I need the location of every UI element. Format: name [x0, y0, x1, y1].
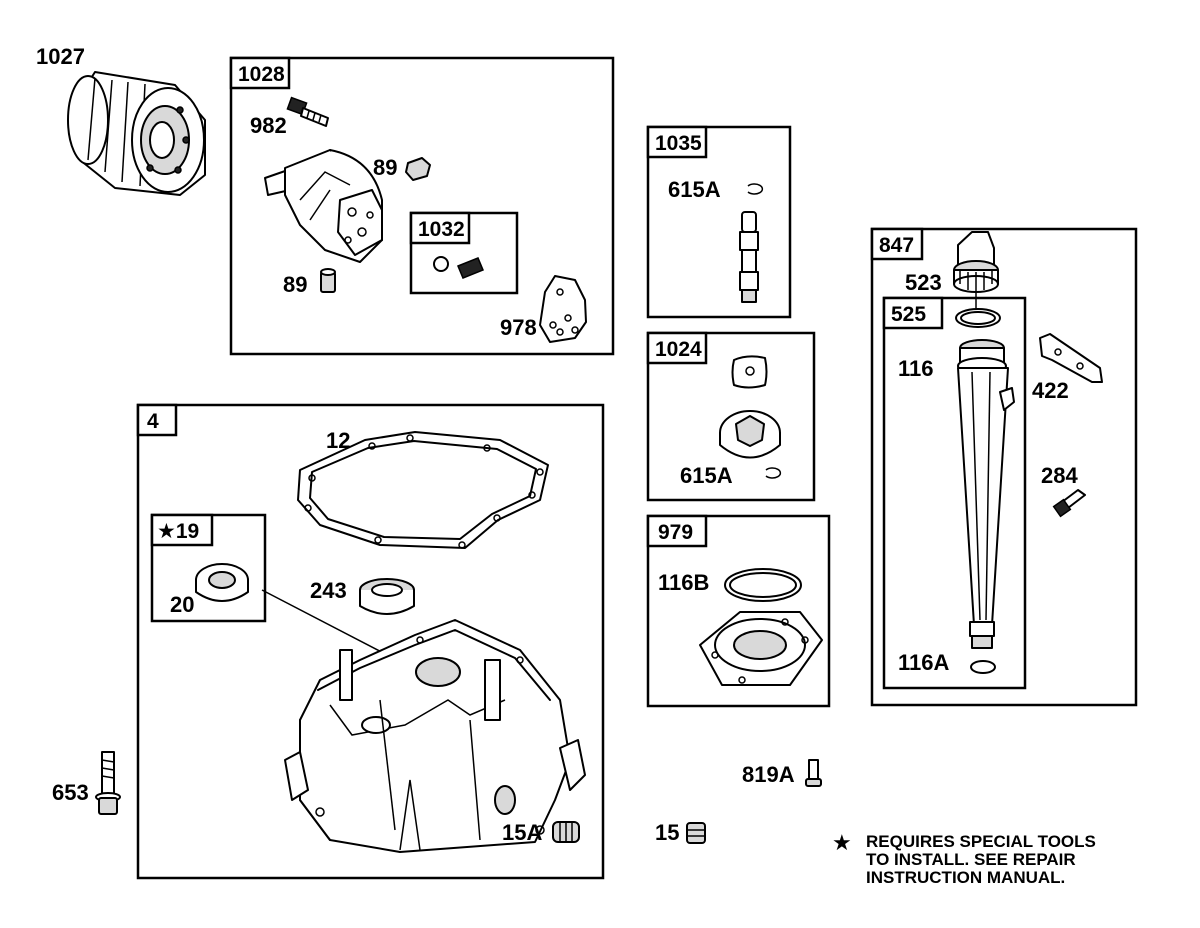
part-label-982: 982 [250, 113, 287, 138]
kit-label-4: 4 [147, 410, 159, 433]
o-ring-116a-part [970, 660, 996, 674]
kit-label-525: 525 [891, 303, 926, 326]
part-label-116a: 116A [898, 650, 949, 675]
part-label-653: 653 [52, 780, 89, 805]
part-label-15: 15 [655, 820, 679, 845]
inner-rotor-part [731, 355, 768, 389]
part-label-116: 116 [898, 356, 934, 381]
plug-89-upper-part [405, 157, 431, 181]
screw-982-part [286, 96, 329, 127]
part-label-523: 523 [905, 270, 942, 295]
part-label-615a-upper: 615A [668, 177, 721, 202]
kit-tab-1028 [229, 56, 291, 90]
part-label-978: 978 [500, 315, 537, 340]
bolt-653-part [95, 751, 121, 815]
gasket-12-part [297, 431, 549, 549]
oil-filter-part [67, 71, 206, 196]
oil-seal-20-part [195, 563, 249, 602]
plug-15-part [686, 822, 706, 844]
oil-pump-housing-part [264, 149, 383, 263]
kit-label-979: 979 [658, 521, 693, 544]
sump-crankcase-part [284, 619, 586, 853]
screw-284-part [1052, 489, 1086, 518]
note-line-3: INSTRUCTION MANUAL. [866, 868, 1065, 887]
star-icon: ★ [832, 830, 852, 855]
kit-tab-1024 [646, 331, 708, 365]
kit-tab-1032 [409, 211, 471, 245]
part-label-284: 284 [1041, 463, 1078, 488]
plug-89-lower-part [320, 268, 336, 293]
part-label-20: 20 [170, 592, 194, 617]
kit-tab-979 [646, 514, 708, 548]
bracket-422-part [1039, 333, 1103, 383]
kit-label-1024: 1024 [655, 338, 702, 361]
kit-label-1028: 1028 [238, 63, 285, 86]
retaining-ring-615a-upper-part [747, 183, 764, 195]
kit-tab-847 [870, 227, 924, 261]
dipstick-tube-part [957, 339, 1015, 649]
part-label-615a-lower: 615A [680, 463, 733, 488]
part-label-1027: 1027 [36, 44, 85, 69]
part-label-15a: 15A [502, 820, 542, 845]
kit-box-847 [870, 227, 1138, 707]
kit-tab-4 [136, 403, 178, 437]
shaft-part [739, 211, 759, 303]
retaining-ring-615a-lower-part [765, 467, 782, 479]
kit-box-4 [136, 403, 605, 880]
dipstick-cap-part [953, 231, 999, 312]
plug-15a-part [552, 821, 580, 843]
cover-plate-978-part [539, 275, 587, 343]
filter-base-part [699, 611, 823, 686]
part-label-116b: 116B [658, 570, 709, 595]
kit-label-1032: 1032 [418, 218, 465, 241]
kit-tab-19 [150, 513, 214, 547]
kit-box-1024 [646, 331, 816, 502]
note-line-1: REQUIRES SPECIAL TOOLS [866, 832, 1096, 851]
governor-gear-243-part [359, 578, 415, 615]
kit-tab-525 [882, 296, 944, 330]
outer-rotor-part [719, 410, 781, 459]
part-label-243: 243 [310, 578, 347, 603]
screw-819a-part [805, 759, 822, 787]
o-ring-116-part [955, 308, 1001, 328]
part-label-819a: 819A [742, 762, 795, 787]
part-label-89-lower: 89 [283, 272, 307, 297]
part-label-422: 422 [1032, 378, 1069, 403]
ball-and-spring-part [433, 256, 484, 279]
kit-tab-1035 [646, 125, 708, 159]
note-line-2: TO INSTALL. SEE REPAIR [866, 850, 1076, 869]
part-label-89-upper: 89 [373, 155, 397, 180]
kit-label-1035: 1035 [655, 132, 702, 155]
kit-box-1035 [646, 125, 792, 319]
o-ring-116b-part [724, 568, 802, 602]
kit-box-979 [646, 514, 831, 708]
kit-label-847: 847 [879, 234, 914, 257]
kit-label-19: ★19 [157, 520, 199, 543]
kit-box-525 [882, 296, 1027, 690]
kit-box-1028 [229, 56, 615, 356]
